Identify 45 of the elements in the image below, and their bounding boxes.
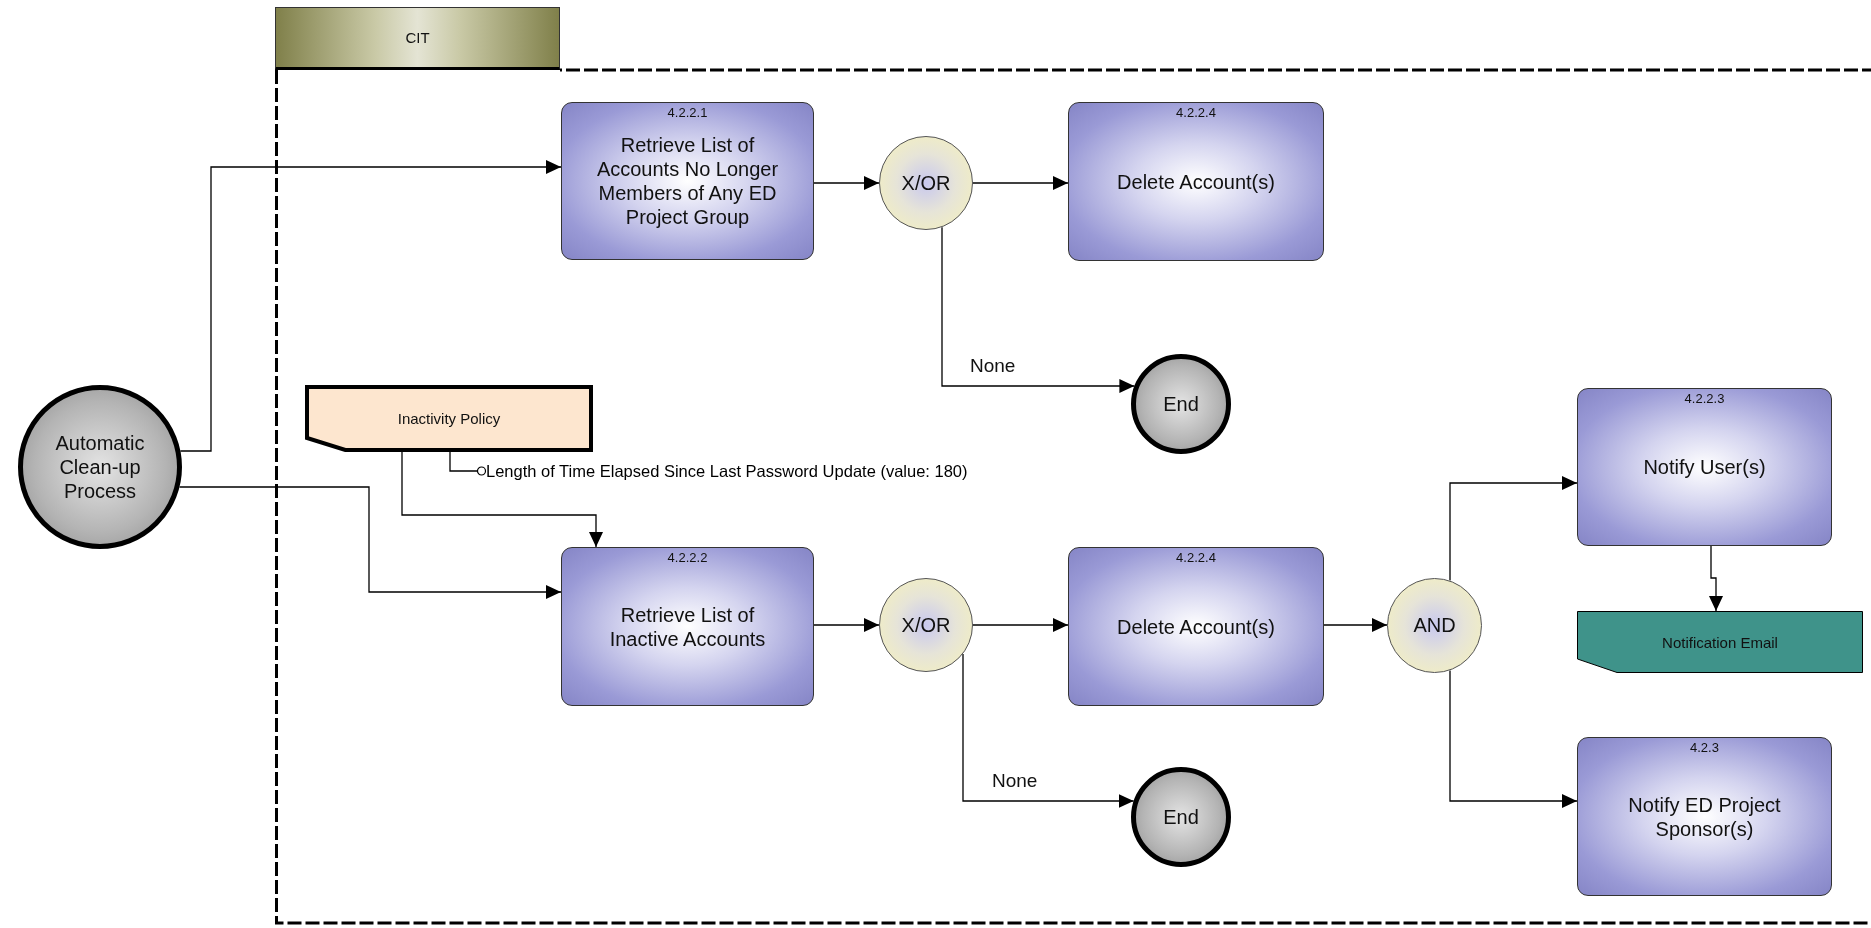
process-label: Delete Account(s) bbox=[1117, 169, 1275, 194]
arrow bbox=[401, 451, 603, 548]
data-object-label: Inactivity Policy bbox=[397, 410, 501, 427]
arrow bbox=[813, 618, 880, 632]
arrow bbox=[179, 160, 562, 452]
arrow bbox=[972, 176, 1069, 190]
process-label: Notify User(s) bbox=[1643, 455, 1766, 479]
process-box bbox=[1577, 388, 1832, 546]
attribute-text: Length of Time Elapsed Since Last Password Update (value: 180) bbox=[486, 460, 968, 482]
process-label: Notify ED Project Sponsor(s) bbox=[1627, 792, 1782, 841]
data-object bbox=[1577, 611, 1863, 673]
process-label: Delete Account(s) bbox=[1117, 614, 1275, 639]
process-label: Retrieve List of Accounts No Longer Members of Any ED Project Group bbox=[595, 133, 780, 229]
swimlane bbox=[275, 7, 1871, 926]
process-number: 4.2.2.3 bbox=[1683, 391, 1726, 406]
leader-line bbox=[449, 451, 487, 476]
event-label: End bbox=[1162, 805, 1200, 829]
arrow bbox=[962, 653, 1135, 808]
arrow bbox=[1709, 545, 1723, 612]
data-object bbox=[305, 385, 593, 452]
gateway-label: AND bbox=[1412, 614, 1457, 637]
data-object-label: Notification Email bbox=[1662, 633, 1778, 651]
process-number: 4.2.2.4 bbox=[1175, 550, 1217, 565]
process-number: 4.2.2.4 bbox=[1175, 105, 1217, 120]
arrow bbox=[178, 486, 562, 599]
process-box bbox=[561, 102, 814, 260]
process-number: 4.2.2.2 bbox=[666, 550, 709, 565]
process-number: 4.2.3 bbox=[1689, 740, 1720, 755]
event-label: End bbox=[1162, 392, 1200, 416]
process-box bbox=[1068, 547, 1324, 706]
arrow bbox=[972, 618, 1069, 632]
arrow bbox=[1323, 618, 1388, 632]
lane-header-tab: CIT bbox=[275, 7, 560, 70]
process-box bbox=[561, 547, 814, 706]
arrow bbox=[1449, 669, 1578, 808]
process-number: 4.2.2.1 bbox=[666, 105, 709, 120]
process-box bbox=[1577, 737, 1832, 896]
process-label: Retrieve List of Inactive Accounts bbox=[608, 602, 767, 651]
arrow bbox=[1449, 476, 1578, 582]
arrow bbox=[941, 226, 1135, 393]
process-box bbox=[1068, 102, 1324, 261]
event-label: Automatic Clean-up Process bbox=[54, 431, 146, 503]
gateway-label: X/OR bbox=[900, 613, 952, 637]
gateway-label: X/OR bbox=[900, 171, 952, 195]
arrow bbox=[813, 176, 880, 190]
